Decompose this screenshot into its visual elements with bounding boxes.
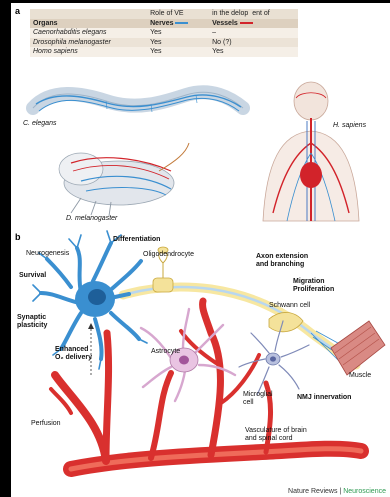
neurogenesis-label: Neurogenesis [26, 250, 69, 258]
journal-credit: Nature Reviews | Neuroscience [288, 488, 386, 495]
astrocyte-label: Astrocyte [151, 348, 180, 356]
panel-b-letter: b [15, 232, 21, 242]
perfusion-label: Perfusion [31, 420, 61, 428]
journal-section: Neuroscience [343, 488, 386, 495]
fly-illustration [59, 143, 189, 216]
worm-illustration [33, 92, 243, 112]
vasculature-label-2: and spinal cord [245, 435, 292, 443]
human-label: H. sapiens [333, 122, 366, 130]
plasticity-label: plasticity [17, 322, 47, 330]
schwann-cell [269, 312, 303, 331]
synaptic-label: Synaptic [17, 314, 46, 322]
worm-label: C. elegans [23, 120, 56, 128]
axon-extension-label: Axon extension [256, 253, 308, 261]
cell-label: cell [243, 399, 254, 407]
vasculature-label-1: Vasculature of brain [245, 427, 307, 435]
migration-label: Migration [293, 278, 325, 286]
figure-panel: a Role of VE in the delop ent of Organs … [11, 3, 390, 497]
and-branching-label: and branching [256, 261, 304, 269]
fly-label: D. melanogaster [66, 215, 117, 223]
oligodendrocyte-label: Oligodendrocyte [143, 251, 194, 259]
o2-delivery-arrowhead [88, 323, 94, 329]
nmj-innervation-label: NMJ innervation [297, 394, 351, 402]
proliferation-label: Proliferation [293, 286, 334, 294]
differentiation-label: Differentiation [113, 236, 160, 244]
microglial-label: Microglial [243, 391, 273, 399]
muscle-label: Muscle [349, 372, 371, 380]
microglial-cell [239, 321, 309, 395]
schwann-cell-label: Schwann cell [269, 302, 310, 310]
human-illustration [263, 82, 359, 221]
enhanced-label: Enhanced [55, 346, 88, 354]
o2-delivery-label: O₂ delivery [55, 354, 92, 362]
survival-label: Survival [19, 272, 46, 280]
